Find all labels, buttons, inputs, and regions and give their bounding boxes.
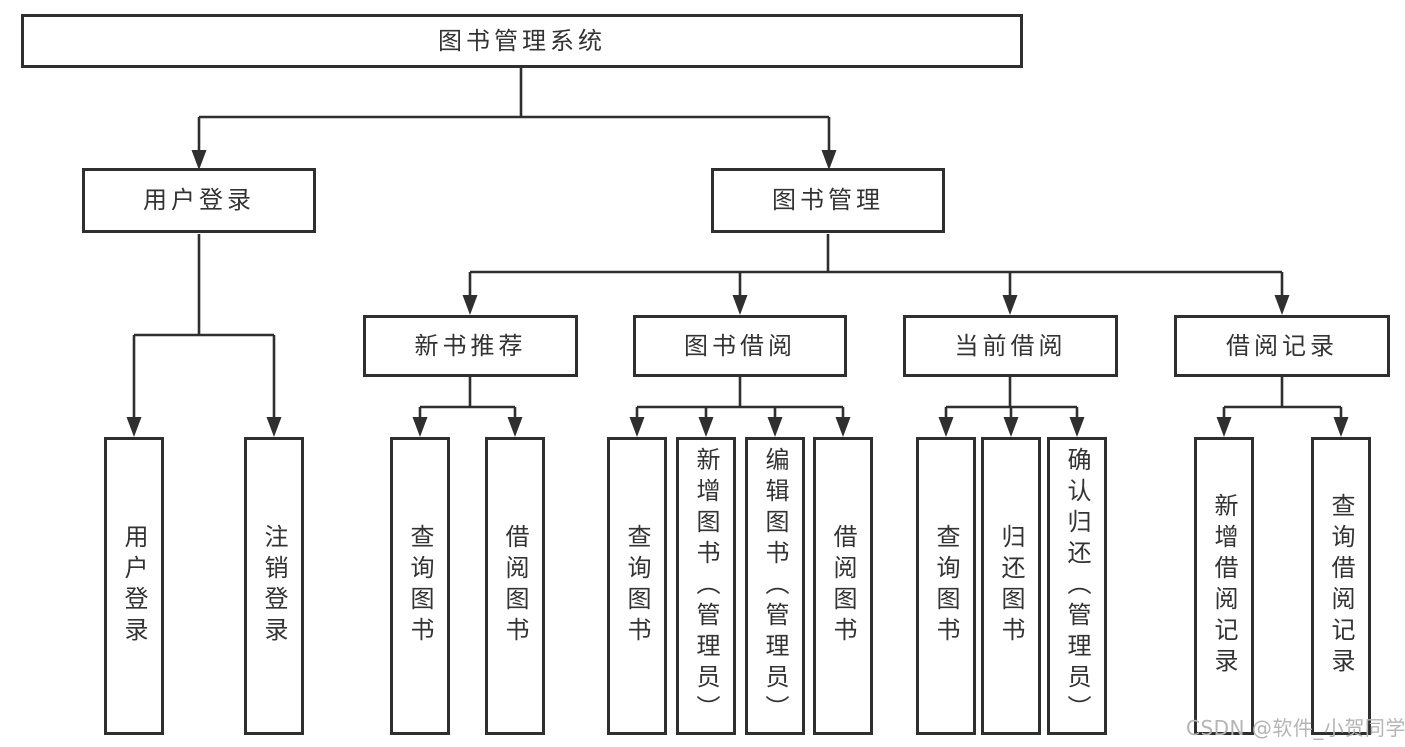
leaf-query-borrow-record-label: 查询借阅记录 xyxy=(1327,493,1355,679)
csdn-watermark: CSDN @软件_小贺同学 xyxy=(1186,716,1405,740)
leaf-query-books-current: 查询图书 xyxy=(916,437,976,735)
leaf-borrow-books-borrowing: 借阅图书 xyxy=(813,437,873,735)
node-book-borrowing-label: 图书借阅 xyxy=(684,331,796,360)
arrowhead xyxy=(266,417,282,437)
leaf-query-books-recommend-label: 查询图书 xyxy=(406,524,434,648)
node-library-system-label: 图书管理系统 xyxy=(438,26,606,55)
leaf-user-login: 用户登录 xyxy=(104,437,164,735)
arrowhead xyxy=(1216,417,1232,437)
leaf-add-borrow-record-label: 新增借阅记录 xyxy=(1210,493,1238,679)
leaf-edit-book-admin-label: 编辑图书（管理员） xyxy=(761,446,789,726)
arrowhead xyxy=(698,417,714,437)
leaf-edit-book-admin: 编辑图书（管理员） xyxy=(745,437,805,735)
node-borrowing-records: 借阅记录 xyxy=(1174,315,1390,377)
leaf-confirm-return-admin: 确认归还（管理员） xyxy=(1047,437,1107,735)
arrowhead xyxy=(1274,295,1290,315)
node-borrowing-records-label: 借阅记录 xyxy=(1226,331,1338,360)
leaf-return-book: 归还图书 xyxy=(981,437,1041,735)
leaf-add-borrow-record: 新增借阅记录 xyxy=(1194,437,1254,735)
arrowhead xyxy=(629,417,645,437)
arrowhead xyxy=(126,417,142,437)
leaf-user-login-label: 用户登录 xyxy=(120,524,148,648)
arrowhead xyxy=(835,417,851,437)
leaf-query-books-current-label: 查询图书 xyxy=(932,524,960,648)
leaf-borrow-books-borrowing-label: 借阅图书 xyxy=(829,524,857,648)
leaf-query-borrow-record: 查询借阅记录 xyxy=(1311,437,1371,735)
leaf-return-book-label: 归还图书 xyxy=(997,524,1025,648)
arrowhead xyxy=(1333,417,1349,437)
leaf-add-book-admin-label: 新增图书（管理员） xyxy=(692,446,720,726)
leaf-logout-login: 注销登录 xyxy=(244,437,304,735)
arrowhead xyxy=(767,417,783,437)
arrowhead xyxy=(821,150,837,170)
arrowhead xyxy=(191,150,207,170)
node-book-borrowing: 图书借阅 xyxy=(633,315,847,377)
arrowhead xyxy=(462,295,478,315)
node-book-management-label: 图书管理 xyxy=(772,186,884,215)
arrowhead xyxy=(412,417,428,437)
node-new-book-recommend: 新书推荐 xyxy=(363,315,578,377)
node-user-login: 用户登录 xyxy=(82,168,316,233)
arrowhead xyxy=(732,295,748,315)
leaf-query-books-borrowing-label: 查询图书 xyxy=(623,524,651,648)
node-new-book-recommend-label: 新书推荐 xyxy=(414,331,527,360)
arrowhead xyxy=(1002,295,1018,315)
arrowhead xyxy=(1003,417,1019,437)
node-current-borrowing: 当前借阅 xyxy=(903,315,1118,377)
leaf-add-book-admin: 新增图书（管理员） xyxy=(676,437,736,735)
leaf-query-books-borrowing: 查询图书 xyxy=(607,437,667,735)
leaf-confirm-return-admin-label: 确认归还（管理员） xyxy=(1063,446,1091,726)
arrowhead xyxy=(938,417,954,437)
node-current-borrowing-label: 当前借阅 xyxy=(954,331,1067,360)
arrowhead xyxy=(1069,417,1085,437)
leaf-logout-login-label: 注销登录 xyxy=(260,524,288,648)
node-book-management: 图书管理 xyxy=(711,168,945,233)
leaf-borrow-books-recommend-label: 借阅图书 xyxy=(501,524,529,648)
node-library-system: 图书管理系统 xyxy=(21,14,1023,68)
arrowhead xyxy=(507,417,523,437)
leaf-query-books-recommend: 查询图书 xyxy=(390,437,450,735)
leaf-borrow-books-recommend: 借阅图书 xyxy=(485,437,545,735)
node-user-login-label: 用户登录 xyxy=(143,186,255,215)
